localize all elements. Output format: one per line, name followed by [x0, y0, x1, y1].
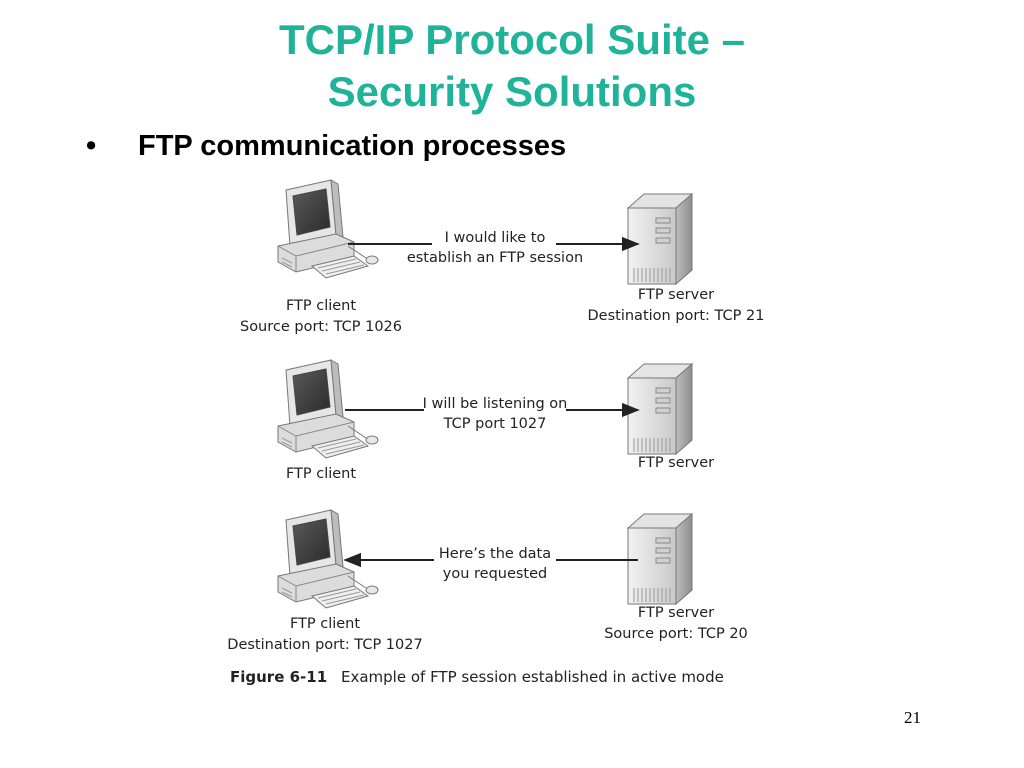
figure-caption: Figure 6-11 Example of FTP session estab…	[230, 668, 724, 686]
server-label: FTP server	[638, 287, 714, 303]
step-1: I would like to establish an FTP session…	[240, 179, 765, 335]
step-2: I will be listening on TCP port 1027 FTP…	[277, 359, 714, 482]
client-port: Source port: TCP 1026	[240, 319, 402, 335]
client-port: Destination port: TCP 1027	[227, 637, 422, 653]
server-label: FTP server	[638, 455, 714, 471]
client-label: FTP client	[286, 466, 356, 482]
bullet-item: • FTP communication processes	[86, 130, 566, 163]
client-label: FTP client	[286, 298, 356, 314]
message-line-2: TCP port 1027	[443, 416, 547, 432]
message-line-1: Here’s the data	[439, 546, 551, 562]
title-line-1: TCP/IP Protocol Suite –	[279, 16, 745, 63]
server-port: Destination port: TCP 21	[588, 308, 765, 324]
server-port: Source port: TCP 20	[604, 626, 748, 642]
page-number: 21	[904, 708, 921, 727]
title-line-2: Security Solutions	[327, 68, 697, 115]
bullet-text: FTP communication processes	[138, 130, 567, 162]
bullet-marker: •	[86, 130, 97, 162]
computer-icon	[277, 179, 379, 279]
message-line-2: you requested	[443, 566, 548, 582]
caption-text: Example of FTP session established in ac…	[341, 668, 724, 686]
step-3: Here’s the data you requested FTP client…	[227, 509, 748, 653]
message-line-2: establish an FTP session	[407, 250, 583, 266]
server-label: FTP server	[638, 605, 714, 621]
caption-label: Figure 6-11	[230, 668, 327, 686]
slide-title: TCP/IP Protocol Suite – Security Solutio…	[0, 14, 1024, 118]
message-line-1: I would like to	[445, 230, 546, 246]
message-line-1: I will be listening on	[423, 396, 568, 412]
server-icon	[627, 193, 693, 285]
client-label: FTP client	[290, 616, 360, 632]
